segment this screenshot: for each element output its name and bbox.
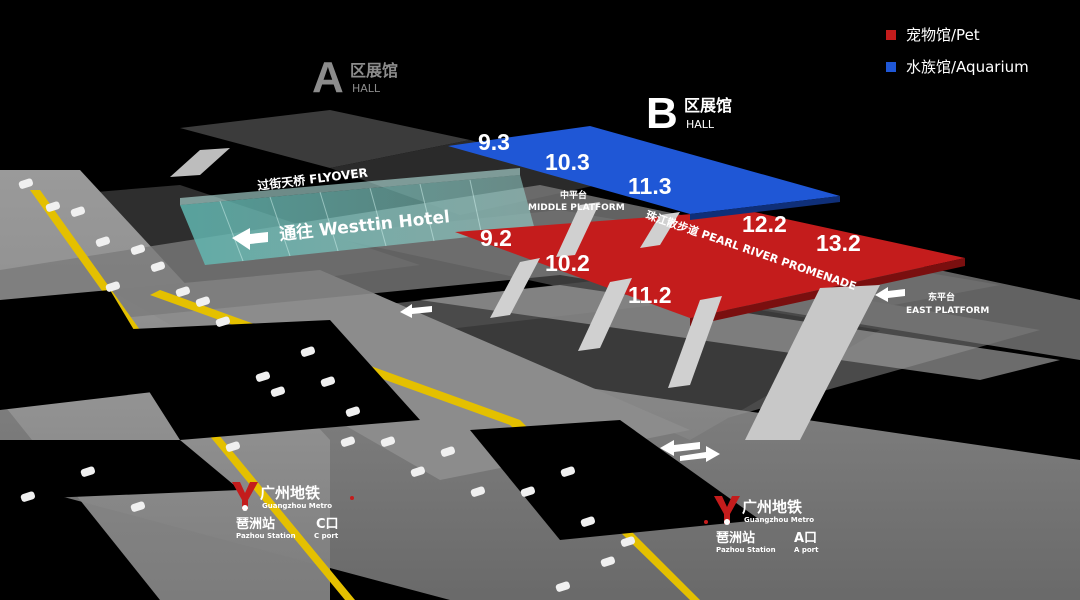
car (345, 406, 361, 417)
staircase (490, 258, 540, 318)
arrow-left-icon (232, 228, 268, 250)
staircase (556, 202, 600, 257)
metro-port-en: C port (314, 532, 339, 540)
staircases (170, 148, 880, 440)
car (410, 466, 426, 477)
car (560, 466, 576, 477)
legend-swatch-aquarium (886, 62, 896, 72)
metro-logo-icon (232, 482, 258, 511)
staircase (745, 285, 880, 440)
east-walkway (420, 285, 1060, 380)
hall-number: 9.2 (480, 225, 512, 251)
car (45, 201, 61, 212)
aquarium-floor (448, 126, 840, 220)
car (470, 486, 486, 497)
metro-station-en: Pazhou Station (716, 546, 776, 554)
hall-number: 12.2 (742, 211, 787, 237)
staircase (170, 148, 230, 177)
legend-label-aquarium: 水族馆/Aquarium (906, 58, 1029, 76)
hall-number: 10.3 (545, 149, 590, 175)
legend-label-pet: 宠物馆/Pet (906, 26, 980, 44)
car (520, 486, 536, 497)
car (600, 556, 616, 567)
car (340, 436, 356, 447)
arrow-left-icon (660, 440, 700, 456)
hall-b-label: B 区展馆 HALL (646, 89, 732, 138)
hall-number: 11.2 (628, 282, 672, 308)
middle-platform-en: MIDDLE PLATFORM (528, 203, 625, 213)
staircase (668, 296, 722, 388)
aquarium-hall-area (448, 126, 840, 214)
metro-port: A口 (794, 531, 817, 546)
metro-station: 琶洲站 (716, 530, 755, 546)
middle-platform-cn: 中平台 (560, 189, 587, 201)
car (440, 446, 456, 457)
car (175, 286, 191, 297)
arrow-right-icon (680, 446, 720, 462)
hall-a-sub: HALL (352, 82, 381, 95)
car (270, 386, 286, 397)
metro-station-en: Pazhou Station (236, 532, 296, 540)
legend-swatch-pet (886, 30, 896, 40)
legend: 宠物馆/Pet 水族馆/Aquarium (886, 26, 1029, 76)
staircase (640, 212, 680, 248)
car (130, 501, 146, 512)
metro-brand-en: Guangzhou Metro (262, 502, 332, 510)
metro-port: C口 (316, 517, 339, 532)
car (18, 178, 34, 189)
car (150, 261, 166, 272)
car (320, 376, 336, 387)
car (620, 536, 636, 547)
hall-a-name: 区展馆 (350, 61, 398, 80)
metro-brand-en: Guangzhou Metro (744, 516, 814, 524)
metro-port-en: A port (794, 546, 819, 554)
metro-logo-icon (714, 496, 740, 525)
car (95, 236, 111, 247)
car (215, 316, 231, 327)
car (580, 516, 596, 527)
east-platform-en: EAST PLATFORM (906, 306, 989, 316)
arrow-left-icon (400, 304, 432, 318)
car (80, 466, 96, 477)
car (130, 244, 146, 255)
metro-a-port: 广州地铁 Guangzhou Metro 琶洲站 Pazhou Station … (704, 496, 819, 554)
red-hall-numbers: 9.2 10.2 11.2 12.2 13.2 (480, 211, 861, 308)
flyover: 通往 Westtin Hotel 过街天桥 FLYOVER (180, 165, 535, 265)
hall-a-label: A 区展馆 HALL (312, 53, 398, 102)
car (380, 436, 396, 447)
staircase (578, 278, 632, 351)
metro-station: 琶洲站 (236, 516, 275, 532)
car (70, 206, 86, 217)
car (300, 346, 316, 357)
car (20, 491, 36, 502)
car (225, 441, 241, 452)
metro-c-port: 广州地铁 Guangzhou Metro 琶洲站 Pazhou Station … (232, 482, 354, 540)
direction-arrows (400, 287, 905, 462)
metro-brand: 广州地铁 (742, 498, 802, 516)
east-platform-cn: 东平台 (928, 291, 955, 303)
hall-number: 13.2 (816, 230, 861, 256)
vehicles (18, 178, 636, 592)
arrow-left-icon (875, 287, 905, 302)
hall-number: 11.3 (628, 173, 672, 199)
metro-brand: 广州地铁 (260, 484, 320, 502)
hall-b-letter: B (646, 89, 678, 138)
hall-b-sub: HALL (686, 118, 715, 131)
hall-a-roof-block (180, 110, 470, 168)
flyover-tunnel (180, 175, 535, 265)
hall-b-name: 区展馆 (684, 96, 732, 115)
blue-hall-numbers: 9.3 10.3 11.3 (478, 129, 672, 199)
car (105, 281, 121, 292)
hall-number: 10.2 (545, 250, 590, 276)
hall-a-letter: A (312, 53, 344, 102)
hall-number: 9.3 (478, 129, 510, 155)
car (195, 296, 211, 307)
car (255, 371, 271, 382)
car (555, 581, 571, 592)
